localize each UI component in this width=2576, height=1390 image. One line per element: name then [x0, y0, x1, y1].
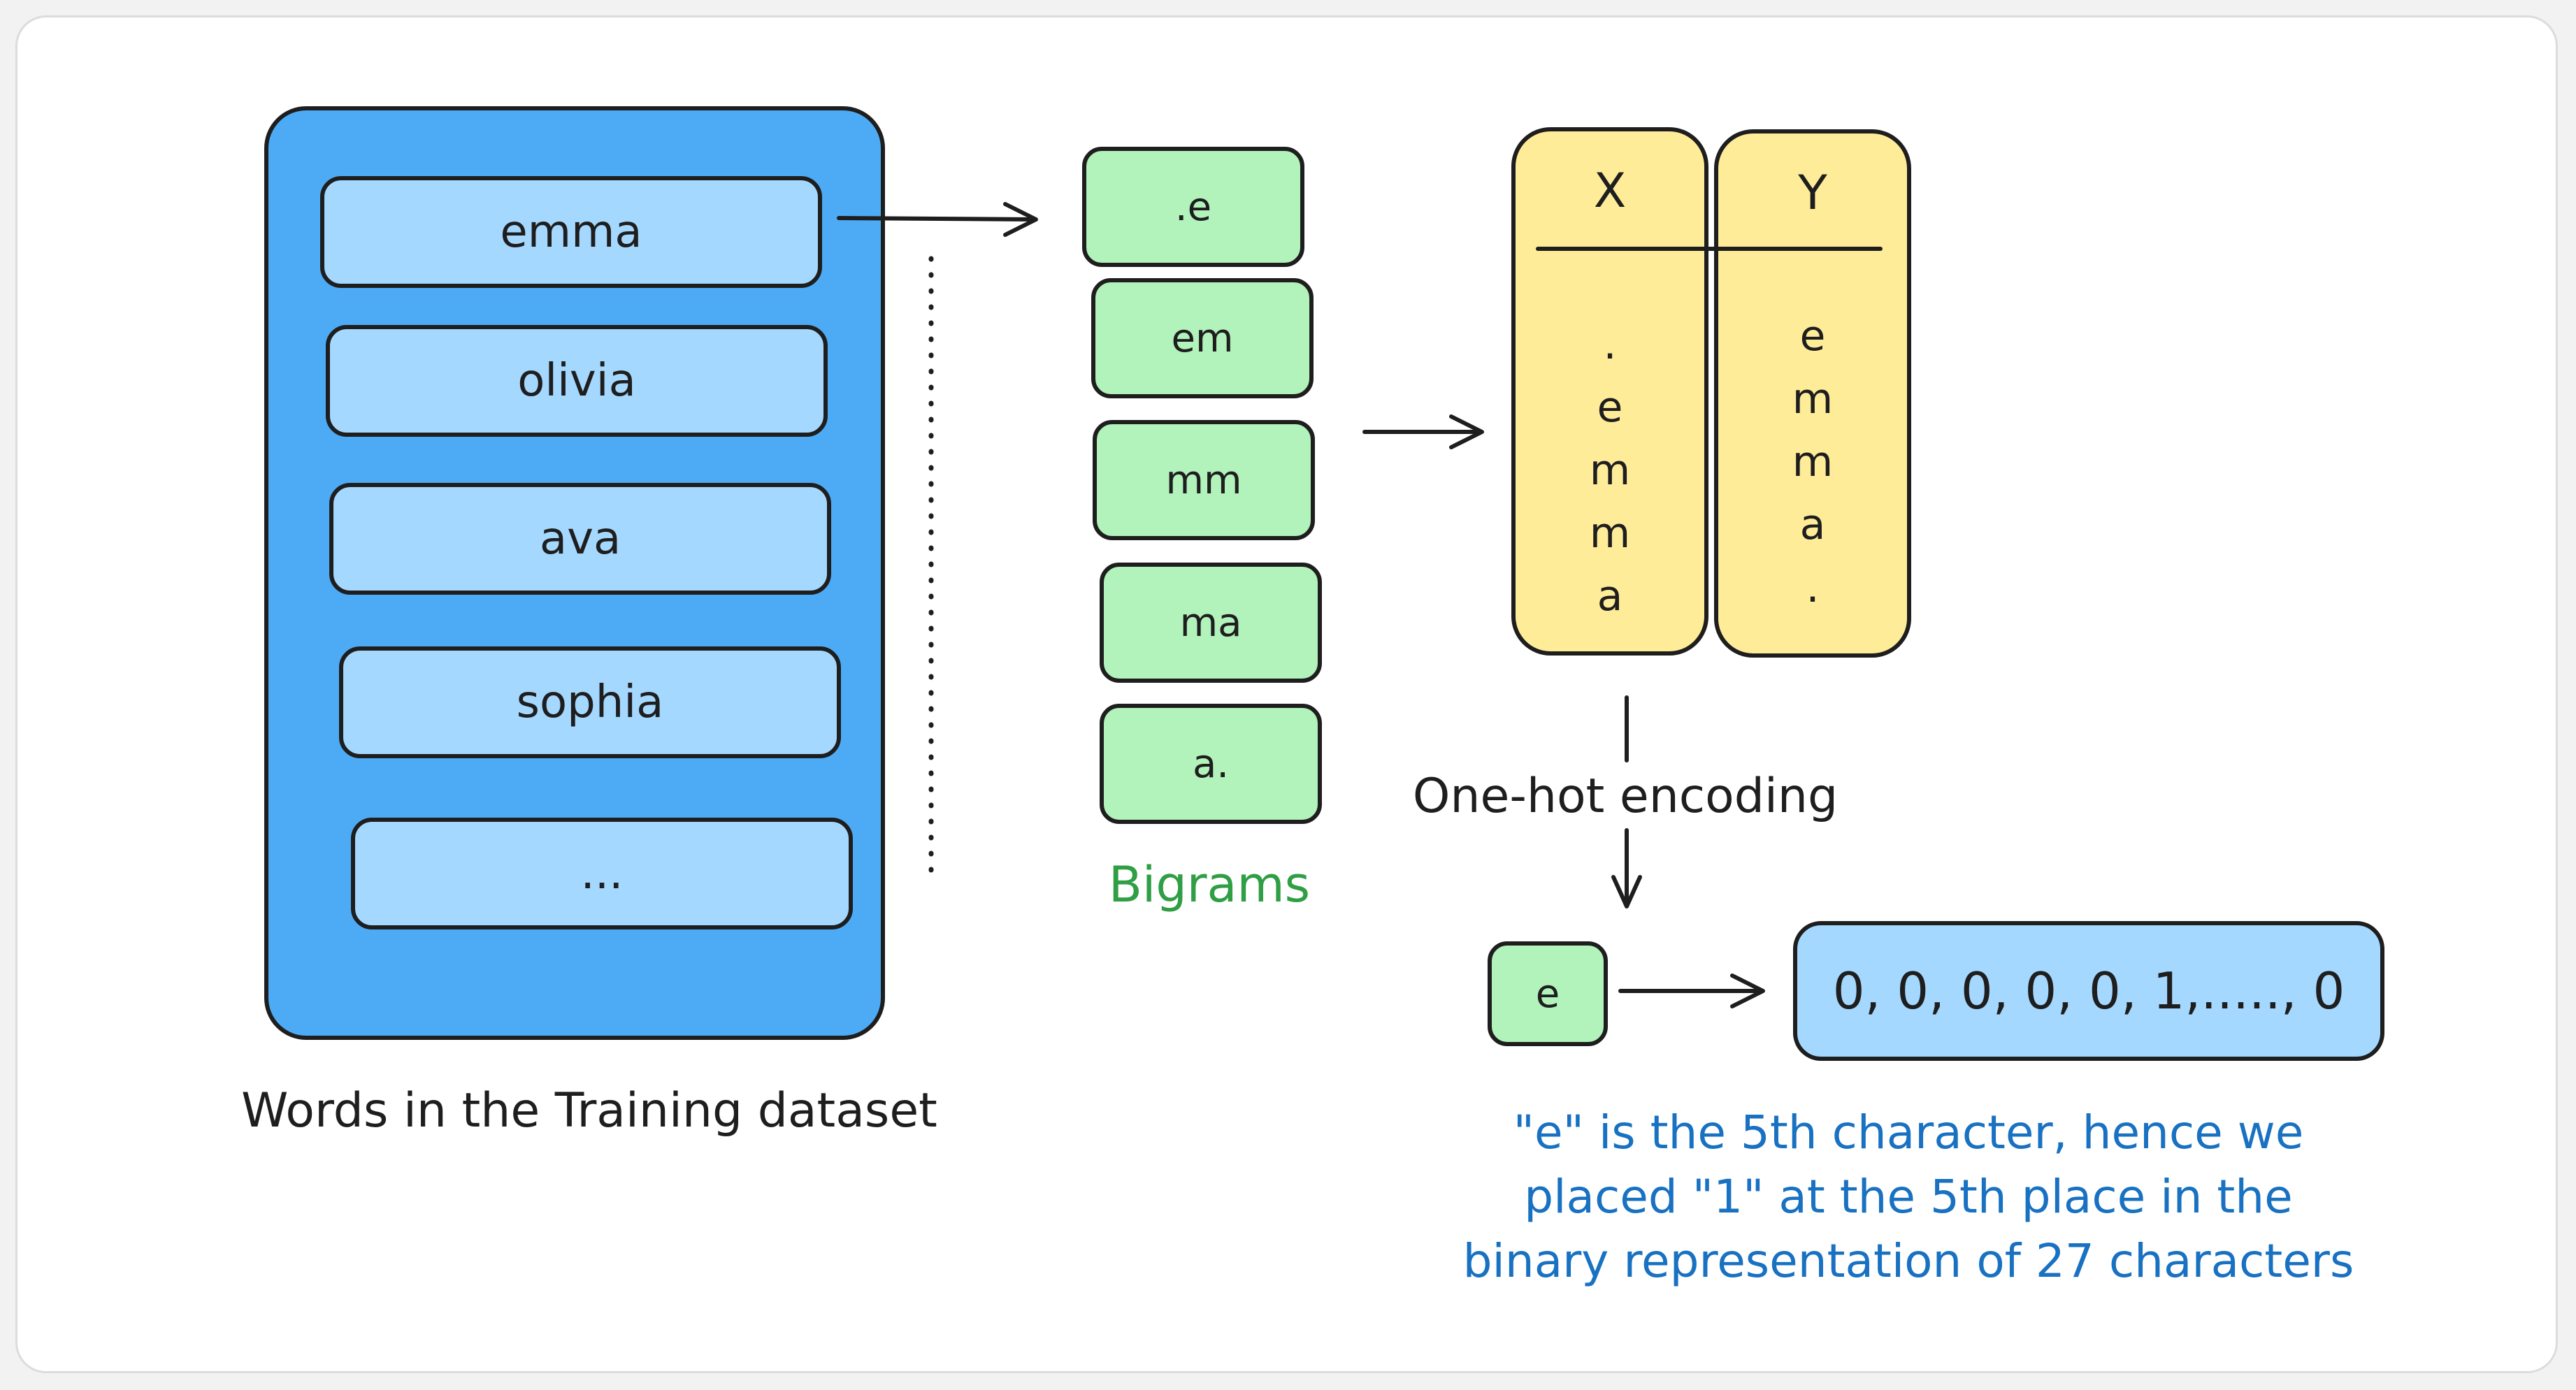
y-header: Y [1798, 165, 1827, 221]
y-value: a [1799, 500, 1826, 549]
x-value: . [1603, 320, 1617, 369]
word-label: ava [539, 513, 621, 565]
encoding-note: "e" is the 5th character, hence we place… [1412, 1101, 2405, 1294]
x-value: m [1589, 509, 1631, 558]
arrow-icon [837, 202, 1038, 237]
dataset-caption: Words in the Training dataset [241, 1083, 937, 1138]
word-label: emma [500, 206, 642, 258]
bigram-box: ma [1100, 563, 1322, 683]
one-hot-encoding-label: One-hot encoding [1405, 769, 1845, 824]
bigrams-caption: Bigrams [1108, 856, 1311, 913]
x-value: e [1597, 383, 1623, 432]
y-values: e m m a . [1718, 305, 1907, 619]
bigram-label: em [1171, 315, 1234, 361]
bigram-label: a. [1192, 741, 1230, 787]
bigram-box: em [1091, 278, 1314, 398]
bigram-label: mm [1165, 457, 1242, 503]
x-value: m [1589, 446, 1631, 495]
word-label: olivia [517, 355, 636, 407]
arrow-icon [1362, 414, 1484, 449]
x-values: . e m m a [1516, 313, 1704, 628]
input-char-label: e [1535, 971, 1560, 1017]
bigram-label: .e [1174, 184, 1212, 230]
word-box: ... [351, 818, 853, 929]
word-box: sophia [339, 646, 841, 758]
note-line: "e" is the 5th character, hence we [1513, 1106, 2304, 1159]
arrow-icon [1618, 973, 1765, 1008]
x-header: X [1593, 163, 1627, 219]
y-value: m [1792, 375, 1834, 423]
word-label: sophia [516, 676, 664, 728]
arrow-icon [1611, 828, 1642, 908]
y-value: . [1806, 563, 1820, 612]
word-label: ... [580, 848, 624, 899]
bigram-label: ma [1179, 600, 1242, 646]
y-column: Y e m m a . [1714, 129, 1911, 658]
word-box: olivia [326, 325, 828, 437]
input-char-box: e [1488, 941, 1608, 1046]
bigram-box: .e [1082, 147, 1304, 267]
y-value: m [1792, 437, 1834, 486]
note-line: binary representation of 27 characters [1462, 1234, 2354, 1288]
bigram-box: mm [1093, 420, 1315, 540]
one-hot-vector-box: 0, 0, 0, 0, 0, 1,....., 0 [1793, 921, 2384, 1061]
note-line: placed "1" at the 5th place in the [1524, 1170, 2293, 1224]
x-column: X . e m m a [1511, 127, 1708, 656]
bigram-box: a. [1100, 704, 1322, 824]
word-box: emma [320, 176, 822, 288]
x-value: a [1597, 572, 1623, 621]
one-hot-vector: 0, 0, 0, 0, 0, 1,....., 0 [1832, 962, 2345, 1020]
y-value: e [1799, 312, 1826, 361]
word-box: ava [329, 483, 831, 595]
